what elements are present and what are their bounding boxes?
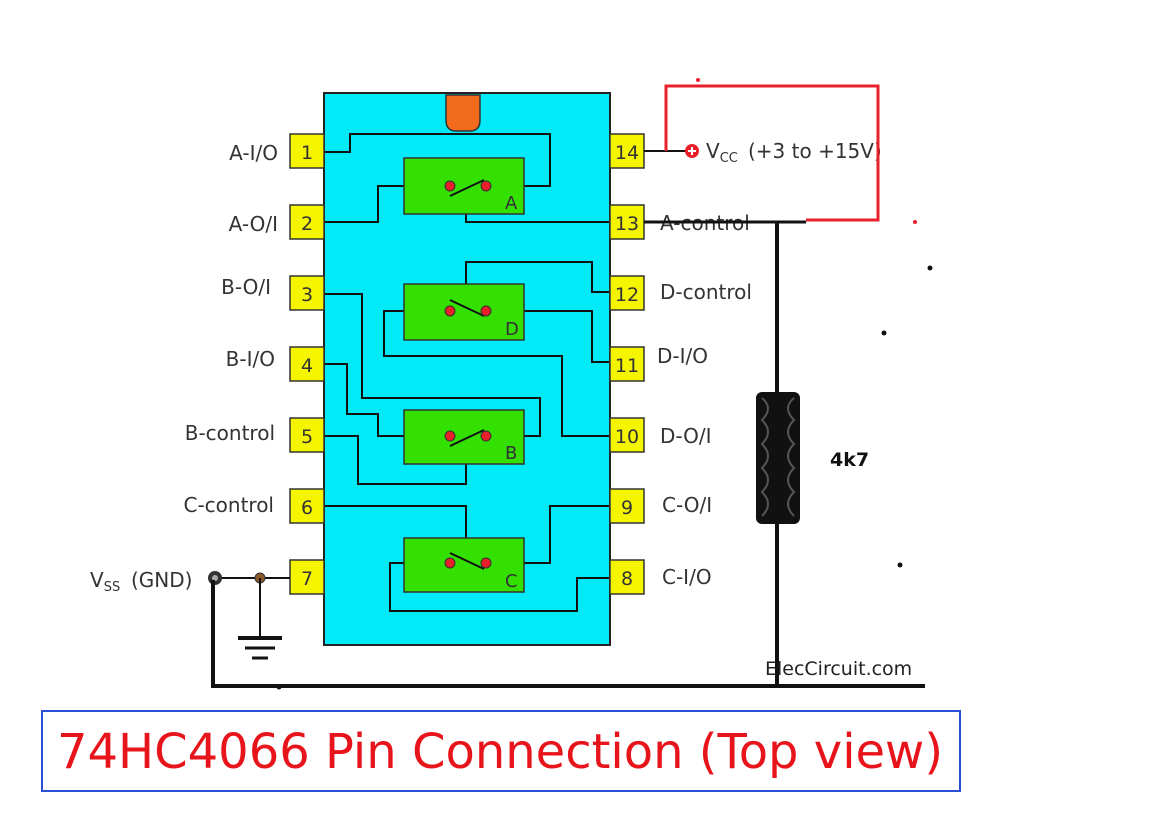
stray-dot: [897, 562, 903, 568]
label-pin-12: D-control: [660, 280, 752, 304]
pin-1: 1: [289, 133, 325, 169]
red-jumper-wire: [664, 84, 880, 222]
right-pin-labels: A-control D-control D-I/O D-O/I C-O/I C-…: [657, 211, 752, 589]
label-pin-2: A-O/I: [229, 212, 278, 236]
internal-wiring: [324, 133, 610, 612]
switch-b: B: [403, 409, 525, 465]
switch-c-label: C: [505, 571, 518, 592]
vcc-range: (+3 to +15V): [748, 139, 882, 163]
switch-d-label: D: [505, 319, 519, 340]
pins-left: 1 2 3 4 5 6 7: [289, 133, 325, 595]
red-dot: [913, 220, 917, 224]
svg-text:8: 8: [621, 568, 633, 590]
left-pin-labels: A-I/O A-O/I B-O/I B-I/O B-control C-cont…: [183, 141, 278, 517]
switch-c: C: [403, 537, 525, 593]
label-pin-4: B-I/O: [226, 347, 275, 371]
resistor-value: 4k7: [830, 449, 869, 471]
stray-dot: [276, 684, 282, 690]
chip-notch: [445, 94, 481, 132]
label-pin-5: B-control: [185, 421, 275, 445]
svg-text:6: 6: [301, 497, 313, 519]
label-pin-10: D-O/I: [660, 424, 712, 448]
pin-12: 12: [609, 275, 645, 311]
label-pin-6: C-control: [183, 493, 274, 517]
vcc-symbol: VCC: [706, 139, 738, 166]
svg-text:3: 3: [301, 284, 313, 306]
pin-7: 7: [289, 559, 325, 595]
svg-text:9: 9: [621, 497, 633, 519]
vss-symbol: VSS: [90, 568, 120, 595]
pulldown-circuit: 4k7: [644, 220, 869, 686]
label-pin-9: C-O/I: [662, 493, 712, 517]
svg-text:1: 1: [301, 142, 313, 164]
svg-text:14: 14: [615, 142, 639, 164]
caption-box: [41, 710, 961, 792]
svg-text:5: 5: [301, 426, 313, 448]
svg-text:13: 13: [615, 213, 639, 235]
label-pin-1: A-I/O: [229, 141, 278, 165]
vss-label: (GND): [131, 568, 192, 592]
switch-a-label: A: [505, 193, 518, 214]
svg-text:10: 10: [615, 426, 639, 448]
pin-10: 10: [609, 417, 645, 453]
pin-2: 2: [289, 204, 325, 240]
svg-text:4: 4: [301, 355, 313, 377]
pin-9: 9: [609, 488, 645, 524]
vcc-terminal: VCC (+3 to +15V): [644, 139, 882, 166]
label-pin-8: C-I/O: [662, 565, 712, 589]
pin-14: 14: [609, 133, 645, 169]
pin-13: 13: [609, 204, 645, 240]
vss-terminal: VSS (GND): [90, 568, 925, 688]
label-pin-3: B-O/I: [221, 275, 271, 299]
page-title: 74HC4066 Pin Connection (Top view): [57, 724, 943, 780]
pin-4: 4: [289, 346, 325, 382]
pin-11: 11: [609, 346, 645, 382]
switch-b-label: B: [505, 443, 517, 464]
svg-text:2: 2: [301, 213, 313, 235]
svg-text:11: 11: [615, 355, 639, 377]
switch-d: D: [403, 283, 525, 341]
red-dot: [696, 78, 700, 82]
switch-a: A: [403, 157, 525, 215]
pin-5: 5: [289, 417, 325, 453]
stray-dot: [927, 265, 933, 271]
svg-text:12: 12: [615, 284, 639, 306]
pin-8: 8: [609, 559, 645, 595]
stray-dot: [881, 330, 887, 336]
svg-text:7: 7: [301, 568, 313, 590]
resistor: [756, 392, 800, 524]
label-pin-11: D-I/O: [657, 344, 708, 368]
brand-text: ElecCircuit.com: [765, 658, 912, 680]
pin-3: 3: [289, 275, 325, 311]
ground-icon: [238, 636, 282, 660]
pins-right: 14 13 12 11 10 9 8: [609, 133, 645, 595]
pin-6: 6: [289, 488, 325, 524]
